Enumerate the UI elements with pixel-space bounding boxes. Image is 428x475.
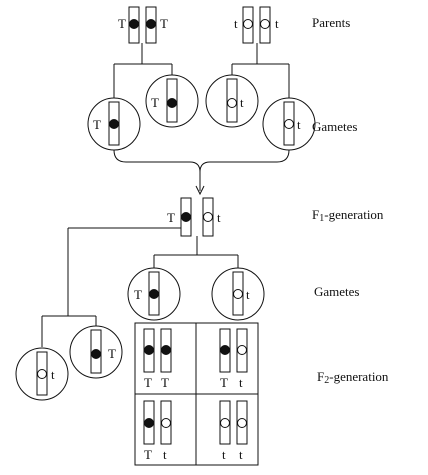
recessive-allele-dot xyxy=(203,212,213,222)
gamete-f1-female-1-allele: t xyxy=(51,367,55,382)
punnett-square xyxy=(134,322,259,466)
recessive-allele-dot xyxy=(227,98,237,108)
label-gametes-1: Gametes xyxy=(312,119,357,134)
label-f1-generation: F1-generation xyxy=(312,207,384,224)
punnett-cell-tt-heterozygous-top-right xyxy=(219,328,248,373)
gamete-2-allele: T xyxy=(151,95,159,110)
parent-left-allele-1: T xyxy=(118,16,126,31)
label-gametes-2: Gametes xyxy=(314,284,359,299)
gamete-1-allele: T xyxy=(93,117,101,132)
f1-allele-left: T xyxy=(167,210,175,225)
label-parents: Parents xyxy=(312,15,350,30)
punnett-cell-tt-dominant xyxy=(143,328,172,373)
punnett-cell-tt-recessive xyxy=(219,400,248,445)
parent-right-allele-1: t xyxy=(234,16,238,31)
gamete-f1-male-1-allele: T xyxy=(134,287,142,302)
recessive-allele-dot xyxy=(37,369,47,379)
parent-gamete-connectors xyxy=(113,43,290,98)
gamete-f1-female-2-allele: T xyxy=(108,346,116,361)
f1-heterozygous xyxy=(180,197,214,237)
gamete-f1-female-dominant xyxy=(69,325,123,379)
arrow-head xyxy=(195,185,205,196)
gamete-2-dominant xyxy=(145,74,199,128)
dominant-allele-dot xyxy=(181,212,191,222)
gamete-f1-male-dominant xyxy=(127,267,181,321)
dominant-allele-dot xyxy=(109,119,119,129)
punnett-cell-2-allele-right: t xyxy=(239,375,243,390)
gamete-f1-female-recessive xyxy=(15,347,69,401)
parent-tt-homozygous-dominant xyxy=(128,6,157,44)
gamete-3-allele: t xyxy=(240,95,244,110)
recessive-allele-dot xyxy=(260,19,270,29)
parent-left-allele-2: T xyxy=(160,16,168,31)
fertilization-brace xyxy=(113,149,290,173)
punnett-cell-3-allele-left: T xyxy=(144,447,152,462)
f1-connectors xyxy=(41,227,239,347)
dominant-allele-dot xyxy=(146,19,156,29)
gamete-3-recessive xyxy=(205,74,259,128)
dominant-allele-dot xyxy=(91,349,101,359)
punnett-cell-3-allele-right: t xyxy=(163,447,167,462)
parent-tt-homozygous-recessive xyxy=(242,6,271,44)
dominant-allele-dot xyxy=(167,98,177,108)
gamete-f1-male-recessive xyxy=(211,267,265,321)
recessive-allele-dot xyxy=(243,19,253,29)
punnett-cell-1-allele-right: T xyxy=(161,375,169,390)
f1-allele-right: t xyxy=(217,210,221,225)
punnett-cell-1-allele-left: T xyxy=(144,375,152,390)
punnett-cell-4-allele-left: t xyxy=(222,447,226,462)
dominant-allele-dot xyxy=(129,19,139,29)
punnett-cell-4-allele-right: t xyxy=(239,447,243,462)
gamete-f1-male-2-allele: t xyxy=(246,287,250,302)
parent-right-allele-2: t xyxy=(275,16,279,31)
punnett-cell-2-allele-left: T xyxy=(220,375,228,390)
gamete-4-allele: t xyxy=(297,117,301,132)
recessive-allele-dot xyxy=(284,119,294,129)
punnett-cell-tt-heterozygous-bottom-left xyxy=(143,400,172,445)
gamete-4-recessive xyxy=(262,97,316,151)
label-f2-generation: F2-generation xyxy=(317,369,389,386)
dominant-allele-dot xyxy=(149,289,159,299)
recessive-allele-dot xyxy=(233,289,243,299)
